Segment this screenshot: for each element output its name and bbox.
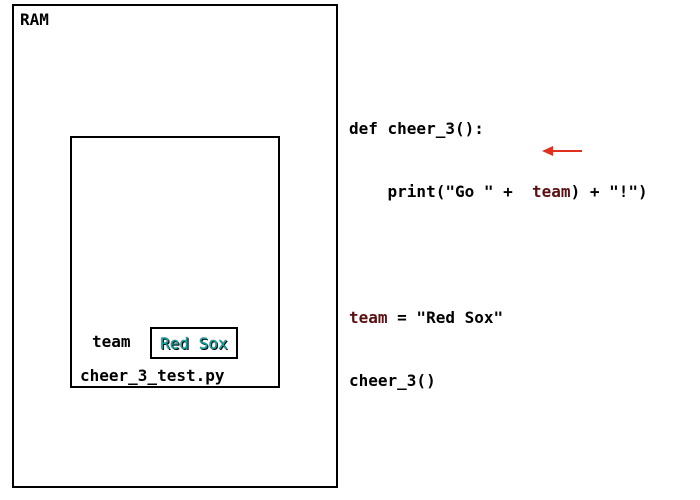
code-line-3-blank — [349, 244, 648, 265]
code-line-2-post: ) + "!") — [570, 182, 648, 201]
code-line-1-text: def cheer_3(): — [349, 119, 484, 138]
ram-label: RAM — [20, 10, 49, 29]
code-line-2-var: team — [532, 182, 571, 201]
variable-value: Red Sox — [160, 333, 228, 353]
code-line-4-var: team — [349, 308, 388, 327]
code-block: def cheer_3(): print("Go " + team) + "!"… — [349, 76, 648, 412]
module-frame: team Red Sox cheer_3_test.py — [70, 136, 280, 388]
code-line-4-post: = "Red Sox" — [387, 308, 504, 327]
code-line-2: print("Go " + team) + "!") — [349, 181, 648, 202]
current-line-arrow-icon — [542, 146, 582, 156]
code-line-2-pre: print("Go " + — [349, 182, 533, 201]
variable-value-box: Red Sox — [150, 327, 238, 359]
code-line-5: cheer_3() — [349, 370, 648, 391]
code-line-5-text: cheer_3() — [349, 371, 436, 390]
ram-box: RAM team Red Sox cheer_3_test.py — [12, 4, 338, 488]
module-label: cheer_3_test.py — [80, 366, 225, 385]
variable-name: team — [92, 332, 131, 351]
code-line-1: def cheer_3(): — [349, 118, 648, 139]
code-line-4: team = "Red Sox" — [349, 307, 648, 328]
